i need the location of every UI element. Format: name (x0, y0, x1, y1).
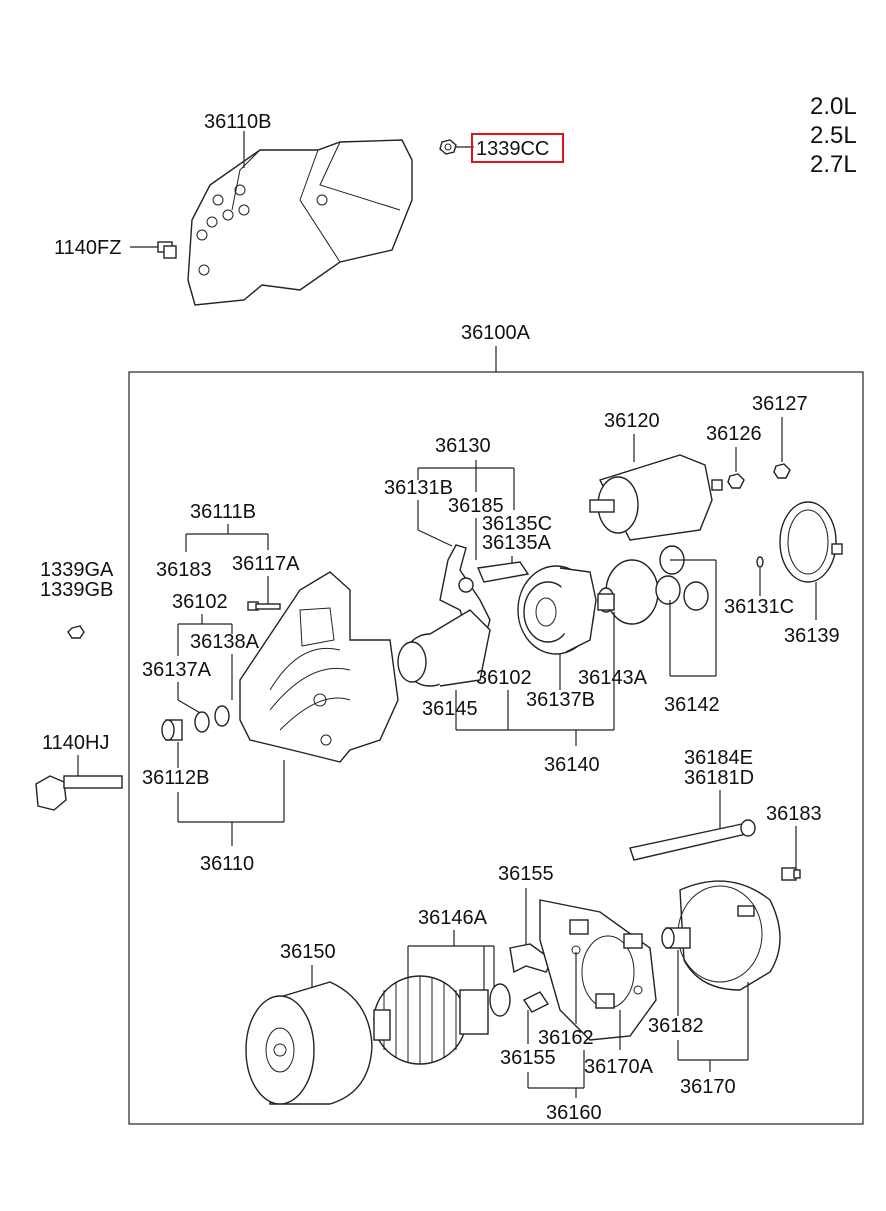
label-36140: 36140 (544, 754, 600, 776)
label-1339gb: 1339GB (40, 579, 113, 601)
label-36127: 36127 (752, 393, 808, 415)
label-1140hj: 1140HJ (42, 732, 109, 754)
label-36143a: 36143A (578, 667, 648, 689)
planet-gears-36142-drawing (655, 545, 709, 611)
label-36182: 36182 (648, 1015, 704, 1037)
label-36131b: 36131B (384, 477, 453, 499)
label-36138a: 36138A (190, 631, 260, 653)
label-36160: 36160 (546, 1102, 602, 1124)
nut-36127-drawing (773, 463, 791, 479)
engine-2-5l: 2.5L (810, 122, 857, 149)
nut-1339cc-drawing (439, 139, 457, 155)
label-36110: 36110 (200, 853, 254, 875)
label-36131c: 36131C (724, 596, 794, 618)
label-36126: 36126 (706, 423, 762, 445)
highlight-box-1339cc (471, 133, 564, 163)
washer-36138a-drawing (214, 705, 230, 727)
label-36181d: 36181D (684, 767, 754, 789)
label-36100a: 36100A (461, 322, 531, 344)
label-36150: 36150 (280, 941, 336, 963)
front-housing-36110-drawing (239, 571, 399, 763)
label-36111b: 36111B (190, 501, 256, 523)
nut-36126-drawing (727, 473, 745, 489)
label-36145: 36145 (422, 698, 478, 720)
label-36162: 36162 (538, 1027, 594, 1049)
ball-36131c-drawing (756, 556, 764, 568)
engine-list: 2.0L 2.5L 2.7L (810, 93, 857, 178)
solenoid-36120-drawing (589, 454, 723, 541)
label-36170a: 36170A (584, 1056, 654, 1078)
brush-36155-drawing (509, 943, 553, 1013)
pinion-36145-drawing (397, 609, 491, 687)
label-36139: 36139 (784, 625, 840, 647)
label-36135c: 36135C (482, 513, 552, 535)
label-36137a: 36137A (142, 659, 212, 681)
label-1339ga: 1339GA (40, 559, 114, 581)
label-36135a: 36135A (482, 532, 552, 554)
label-36170: 36170 (680, 1076, 736, 1098)
washer-36137a-drawing (194, 711, 210, 733)
brush-holder-36160-drawing (539, 899, 657, 1041)
screw-36117a-drawing (247, 601, 281, 611)
label-36155-a: 36155 (498, 863, 554, 885)
label-36142: 36142 (664, 694, 720, 716)
label-36112b: 36112B (142, 767, 209, 789)
rear-cover-36170-drawing (661, 880, 781, 991)
screw-36183-drawing (781, 867, 801, 881)
assembly-box (128, 371, 864, 1125)
label-36184e: 36184E (684, 747, 753, 769)
bolt-1140fz-drawing (157, 241, 177, 259)
bolt-1140hj-drawing (35, 775, 123, 811)
label-36102-a: 36102 (172, 591, 228, 613)
label-36137b: 36137B (526, 689, 595, 711)
yoke-36150-drawing (245, 981, 373, 1105)
lever-36131b-drawing (439, 544, 530, 641)
label-1339cc[interactable]: 1339CC (476, 138, 549, 160)
label-36185: 36185 (448, 495, 504, 517)
label-36120: 36120 (604, 410, 660, 432)
through-bolt-36184e-drawing (629, 819, 756, 861)
planet-shaft-36143a-drawing (597, 559, 659, 625)
label-36146a: 36146A (418, 907, 488, 929)
nut-1339ga-drawing (67, 625, 85, 639)
label-1140fz: 1140FZ (54, 237, 121, 259)
label-36102-b: 36102 (476, 667, 532, 689)
gear-housing-36137b-drawing (517, 565, 597, 655)
engine-2-7l: 2.7L (810, 151, 857, 178)
label-36183-b: 36183 (766, 803, 822, 825)
label-36110b: 36110B (204, 111, 271, 133)
engine-2-0l: 2.0L (810, 93, 857, 120)
armature-36146a-drawing (373, 975, 511, 1065)
label-36183-a: 36183 (156, 559, 212, 581)
ring-36139-drawing (779, 501, 843, 583)
bearing-36112b-drawing (161, 719, 183, 741)
label-36117a: 36117A (232, 553, 300, 575)
heat-shield-drawing (187, 139, 413, 306)
label-36130: 36130 (435, 435, 491, 457)
label-36155-b: 36155 (500, 1047, 556, 1069)
